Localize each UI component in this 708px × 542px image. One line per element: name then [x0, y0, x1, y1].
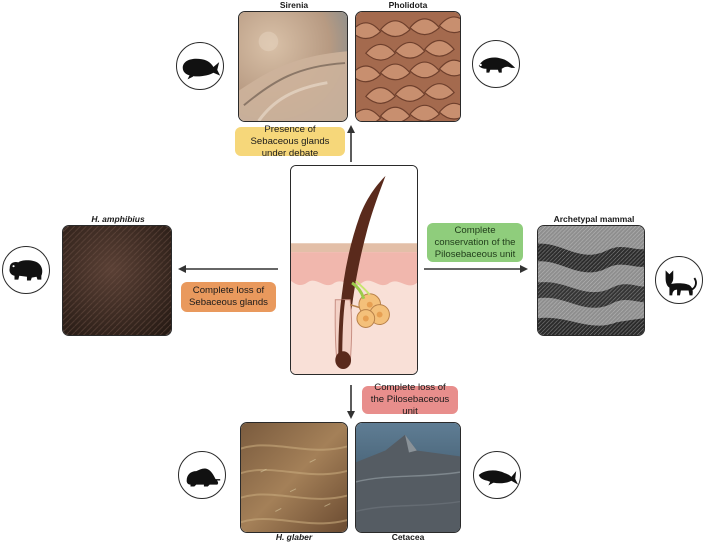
photo-h-glaber — [240, 422, 348, 533]
mole-rat-icon — [178, 451, 226, 499]
species-label-archetypal-mammal: Archetypal mammal — [553, 214, 635, 224]
species-label-h-glaber: H. glaber — [275, 532, 313, 542]
label-pilosebaceous-loss: Complete loss of the Pilosebaceous unit — [362, 382, 458, 417]
photo-archetypal-mammal — [537, 225, 645, 336]
hippo-icon — [2, 246, 50, 294]
whale-icon — [473, 451, 521, 499]
photo-sirenia — [238, 11, 348, 122]
photo-cetacea — [355, 422, 461, 533]
species-label-pholidota: Pholidota — [388, 0, 428, 10]
arrector-muscle — [351, 281, 366, 300]
photo-pholidota — [355, 11, 461, 122]
photo-h-amphibius — [62, 225, 172, 336]
species-label-sirenia: Sirenia — [279, 0, 309, 10]
manatee-icon — [176, 42, 224, 90]
species-label-cetacea: Cetacea — [391, 532, 425, 542]
cat-icon — [655, 256, 703, 304]
label-sebaceous-loss: Complete loss of Sebaceous glands — [181, 282, 276, 312]
label-sebaceous-debate: Presence of Sebaceous glands under debat… — [235, 124, 345, 159]
sebaceous-gland — [349, 293, 390, 328]
label-pilosebaceous-conservation: Complete conservation of the Pilosebaceo… — [427, 223, 523, 262]
pangolin-icon — [472, 40, 520, 88]
pilosebaceous-unit-diagram — [290, 165, 418, 375]
species-label-h-amphibius: H. amphibius — [91, 214, 145, 224]
